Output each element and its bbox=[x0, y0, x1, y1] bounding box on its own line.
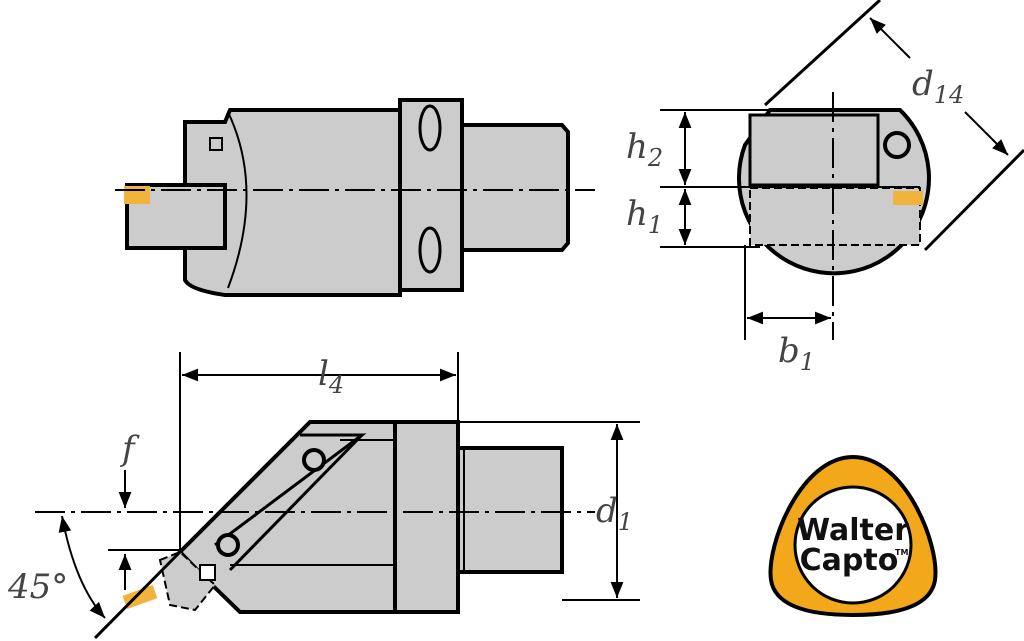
holder-body bbox=[183, 108, 402, 297]
label-h2: h2 bbox=[626, 127, 663, 172]
body-arc bbox=[227, 111, 248, 289]
logo-line1: Walter bbox=[797, 513, 909, 548]
plan-shank bbox=[456, 446, 564, 574]
capto-shank bbox=[460, 123, 570, 252]
label-d14: d14 bbox=[912, 64, 964, 109]
insert bbox=[124, 186, 150, 204]
label-angle: 45° bbox=[7, 567, 68, 607]
side-view bbox=[115, 98, 595, 297]
plan-view bbox=[35, 352, 640, 640]
plan-collar bbox=[393, 420, 460, 614]
end-view bbox=[660, 0, 1024, 340]
label-h1: h1 bbox=[626, 194, 663, 239]
label-b1: b1 bbox=[778, 331, 815, 376]
logo-line2: Capto bbox=[800, 543, 899, 578]
label-l4: l4 bbox=[318, 354, 344, 399]
logo-tm: TM bbox=[895, 548, 908, 557]
tool-shank bbox=[125, 183, 227, 250]
label-f: f bbox=[119, 429, 140, 469]
walter-capto-logo: Walter Capto TM bbox=[768, 454, 938, 618]
label-d1: d1 bbox=[596, 491, 633, 536]
